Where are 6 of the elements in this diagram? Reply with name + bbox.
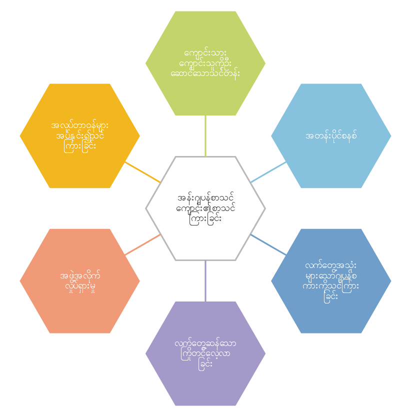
connector [250, 234, 286, 256]
connector [250, 161, 286, 184]
connector [204, 260, 206, 302]
connector [124, 161, 160, 184]
connector [204, 115, 206, 157]
connector [124, 234, 160, 256]
